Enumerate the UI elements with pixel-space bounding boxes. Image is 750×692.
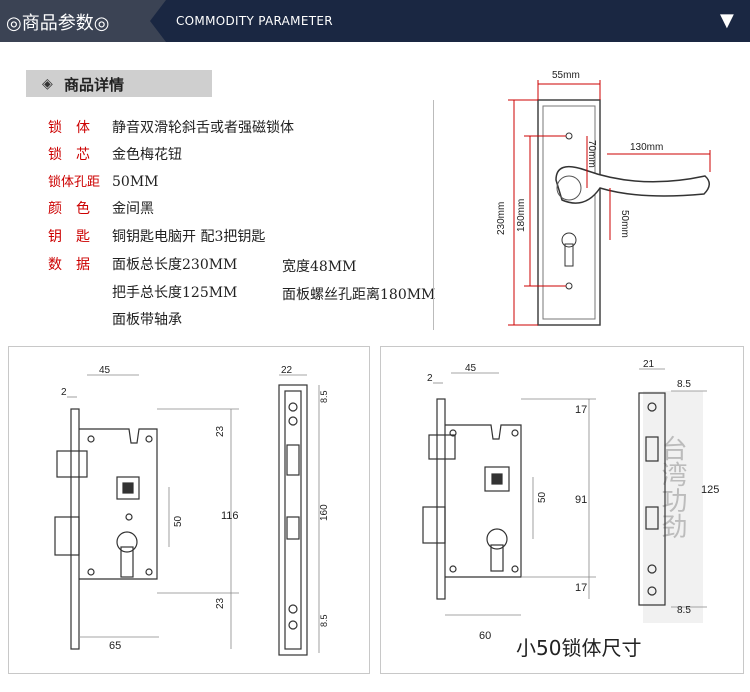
dim-label: 230mm [496, 202, 507, 235]
spec-label: 数 据 [48, 257, 90, 273]
dim-label: 50 [173, 515, 184, 527]
handle-rose [556, 175, 582, 201]
header-title-tab: ◎商品参数◎ [0, 0, 150, 42]
dim-label: 2 [61, 387, 67, 398]
lock-case [79, 428, 158, 580]
header-tab-notch [150, 0, 166, 42]
diamond-icon: ◈ [42, 76, 53, 92]
handle-lever [555, 165, 710, 204]
spec-row-data-2: 把手总长度125MM [48, 284, 237, 302]
spec-row-lock-body: 锁 体 静音双滑轮斜舌或者强磁锁体 [48, 119, 294, 137]
chevron-down-icon[interactable]: ▼ [720, 10, 734, 31]
latch-bolt [428, 434, 456, 460]
spec-value: 静音双滑轮斜舌或者强磁锁体 [112, 120, 294, 136]
dim-label: 22 [281, 365, 293, 376]
header-bar: ◎商品参数◎ COMMODITY PARAMETER ▼ [0, 0, 750, 42]
dead-bolt [422, 506, 446, 544]
watermark-text: 台湾功劲 [658, 435, 688, 539]
spec-value: 铜钥匙电脑开 配3把钥匙 [112, 229, 266, 245]
latch-bolt [56, 450, 88, 478]
dim-label: 116 [221, 510, 239, 522]
keyhole-circle [561, 232, 577, 248]
detail-section-label: ◈ 商品详情 [26, 70, 212, 97]
dim-label: 160 [319, 504, 330, 521]
spec-row-data-1: 数 据 面板总长度230MM [48, 256, 237, 274]
screw-hole-bottom [565, 282, 573, 290]
spec-value: 50MM [112, 174, 159, 190]
dim-label: 65 [109, 640, 121, 652]
dim-label: 2 [427, 373, 433, 384]
section-divider [433, 100, 434, 330]
handle-dimension-drawing: 55mm 130mm 70mm 230mm 180mm 50mm [496, 70, 711, 326]
lock-size-caption: 小50锁体尺寸 [516, 636, 642, 660]
dim-label: 23 [215, 425, 226, 437]
dim-label: 125 [701, 484, 719, 496]
dim-label: 70mm [586, 140, 597, 168]
dim-label: 45 [99, 365, 111, 376]
spec-label: 锁体孔距 [48, 175, 101, 190]
header-subtitle: COMMODITY PARAMETER [176, 14, 333, 28]
dim-label: 8.5 [319, 390, 329, 403]
spec-value: 把手总长度125MM [112, 285, 238, 301]
spec-label: 颜 色 [48, 201, 90, 217]
dim-label: 180mm [516, 199, 527, 232]
lock-body-drawing-right: 台湾功劲 2 [422, 359, 719, 642]
spec-row-key: 钥 匙 铜钥匙电脑开 配3把钥匙 [48, 228, 265, 246]
spindle-hub [484, 466, 510, 492]
header-title: ◎商品参数◎ [6, 13, 110, 34]
dim-label: 21 [643, 359, 655, 370]
screw-hole-top [565, 132, 573, 140]
plate-outline [537, 99, 601, 326]
spec-value: 面板带轴承 [112, 312, 182, 328]
strike-plate [638, 392, 666, 606]
detail-title: 商品详情 [64, 76, 125, 94]
spec-value-secondary: 宽度48MM [282, 259, 357, 275]
spec-value: 面板总长度230MM [112, 257, 238, 273]
lock-body-panel-left: 2 45 22 8.5 23 50 116 160 23 8.5 65 [8, 346, 370, 674]
keyhole-slot [564, 243, 574, 267]
spec-row-data-3: 面板带轴承 [48, 311, 182, 329]
dim-label: 50 [537, 491, 548, 503]
dead-bolt [54, 516, 80, 556]
plate-inner [542, 105, 596, 320]
spec-value-secondary: 面板螺丝孔距离180MM [282, 287, 436, 303]
dim-label: 60 [479, 630, 491, 642]
dim-label: 8.5 [677, 379, 691, 390]
spindle-hub [116, 476, 140, 500]
lock-body-panel-right: 台湾功劲 2 [380, 346, 744, 674]
dim-label: 50mm [619, 210, 630, 238]
strike-plate [278, 384, 308, 656]
cylinder-hole [116, 531, 138, 553]
spec-row-hole-distance: 锁体孔距 50MM [48, 173, 158, 192]
spec-value: 金间黑 [112, 201, 154, 217]
dim-label: 17 [575, 582, 587, 594]
faceplate-edge [436, 398, 446, 600]
dim-label: 8.5 [319, 614, 329, 627]
dim-label: 23 [215, 597, 226, 609]
spec-label: 锁 芯 [48, 147, 90, 163]
spec-label: 锁 体 [48, 120, 90, 136]
dim-label: 55mm [552, 70, 580, 81]
lock-case [445, 424, 522, 578]
spec-label: 钥 匙 [48, 229, 90, 245]
spec-row-color: 颜 色 金间黑 [48, 200, 154, 218]
faceplate-edge [70, 408, 80, 650]
spec-value: 金色梅花钮 [112, 147, 182, 163]
cylinder-hole [486, 528, 508, 550]
dim-label: 8.5 [677, 605, 691, 616]
dim-label: 45 [465, 363, 477, 374]
dim-label: 17 [575, 404, 587, 416]
dim-label: 91 [575, 494, 587, 506]
lock-body-drawing-left: 2 45 22 8.5 23 50 116 160 23 8.5 65 [54, 365, 330, 656]
spec-row-lock-core: 锁 芯 金色梅花钮 [48, 146, 182, 164]
dim-label: 130mm [630, 142, 663, 153]
